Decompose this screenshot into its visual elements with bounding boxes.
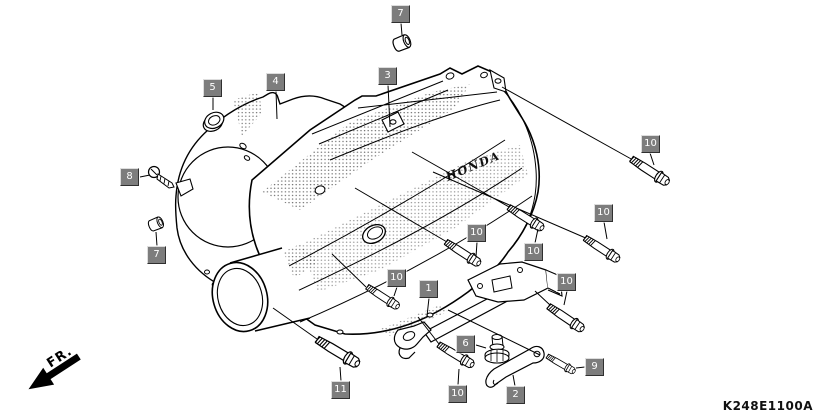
callout-10-a[interactable]: 10: [641, 135, 660, 153]
callout-10-b[interactable]: 10: [594, 204, 613, 222]
callout-3[interactable]: 3: [378, 67, 397, 85]
callout-8[interactable]: 8: [120, 168, 139, 186]
long-bolt-11: [312, 332, 364, 372]
cover-boss-tube: [211, 247, 311, 333]
callout-10-d[interactable]: 10: [467, 224, 486, 242]
oil-seal: [202, 111, 225, 132]
part-code: K248E1100A: [722, 399, 813, 413]
callout-7-left[interactable]: 7: [147, 246, 166, 264]
callout-6[interactable]: 6: [456, 335, 475, 353]
flange-bolt-10-c: [581, 232, 623, 266]
callout-7-top[interactable]: 7: [391, 5, 410, 23]
rubber-mount: [484, 334, 510, 364]
callout-2[interactable]: 2: [506, 386, 525, 404]
flange-bolt-10-d: [627, 152, 673, 189]
callout-10-g[interactable]: 10: [448, 385, 467, 403]
screw-bolt-9: [544, 351, 578, 377]
callout-1[interactable]: 1: [419, 280, 438, 298]
callout-11[interactable]: 11: [331, 381, 350, 399]
dowel-pin-top: [390, 32, 414, 54]
callout-10-e[interactable]: 10: [387, 269, 406, 287]
callout-10-c[interactable]: 10: [524, 243, 543, 261]
mount-bracket: [393, 261, 563, 360]
dowel-pin-left: [146, 215, 166, 233]
lever-plate: [485, 345, 545, 388]
callout-4[interactable]: 4: [266, 73, 285, 91]
crankcase-cover: [248, 65, 541, 336]
pan-screw: [147, 165, 175, 189]
callout-10-f[interactable]: 10: [557, 273, 576, 291]
callout-5[interactable]: 5: [203, 79, 222, 97]
fr-direction-arrow: FR.: [28, 344, 81, 390]
callout-leaders: [139, 22, 655, 387]
callout-9[interactable]: 9: [585, 358, 604, 376]
flange-bolt-10-f: [544, 300, 588, 336]
